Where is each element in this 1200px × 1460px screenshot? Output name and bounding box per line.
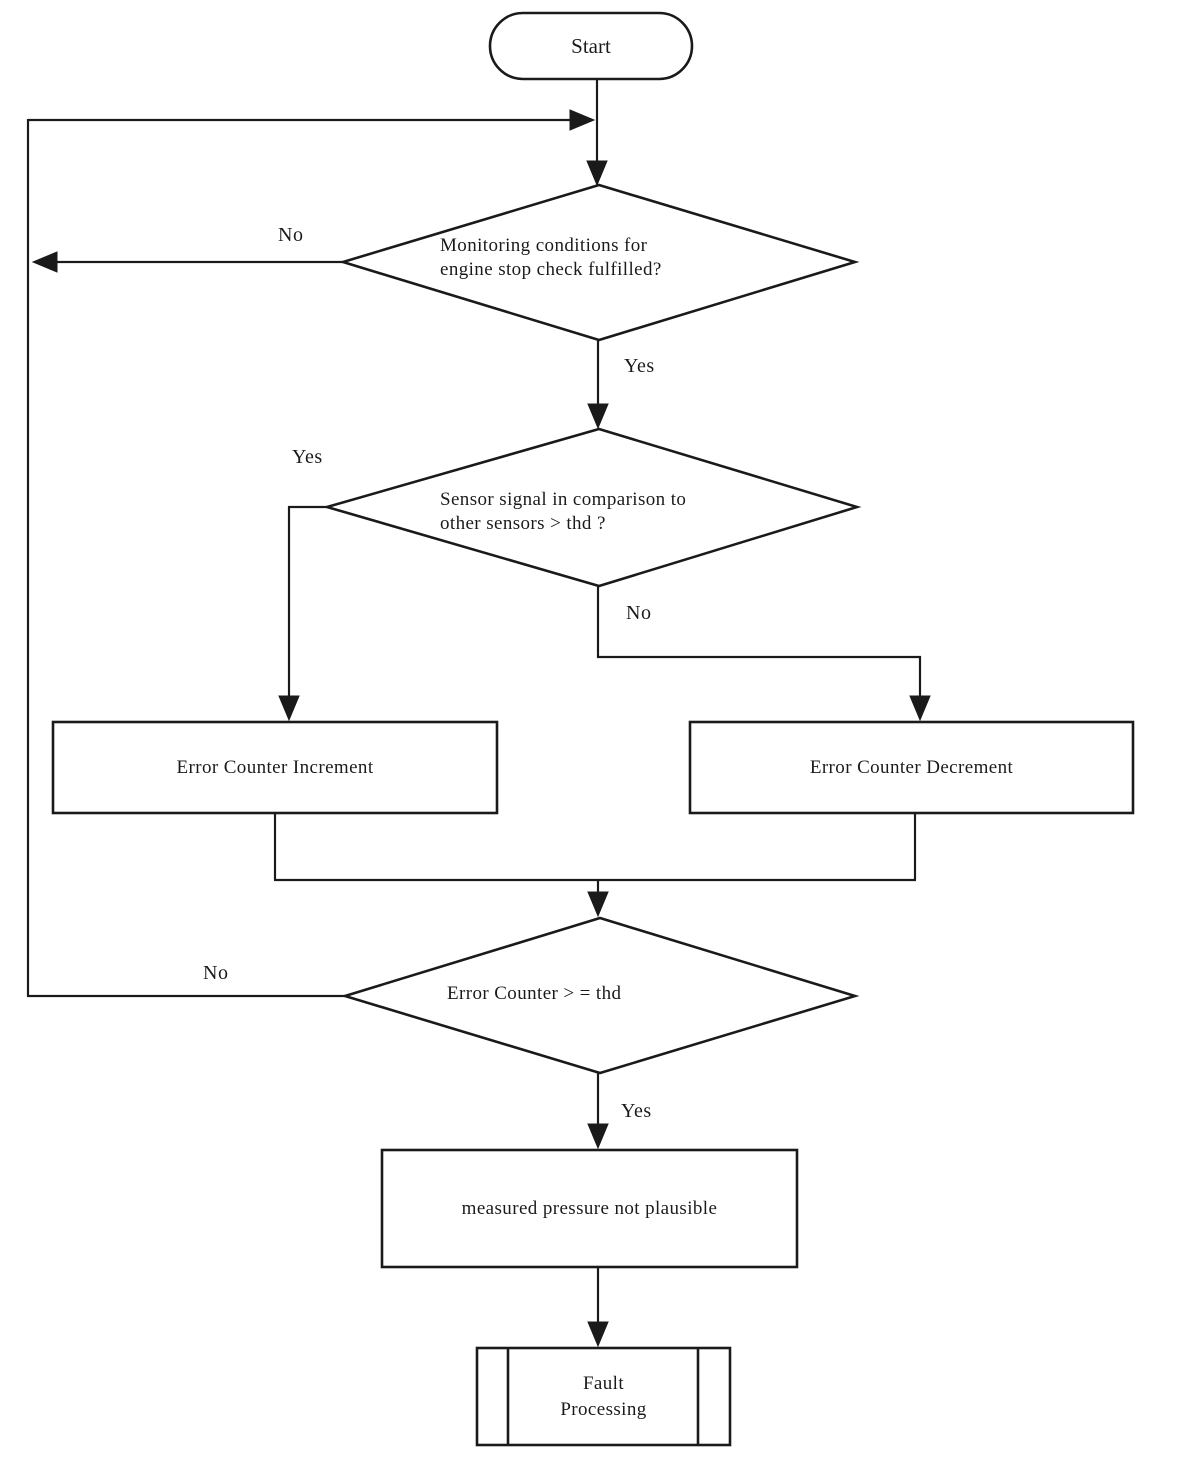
edge-label-counter-yes: Yes — [621, 1100, 652, 1122]
decision-counter-label: Error Counter > = thd — [447, 983, 622, 1004]
arrowheads — [31, 109, 931, 1348]
predefined-fault-line1: Fault — [582, 1372, 625, 1394]
arrowhead-into-decrement — [909, 695, 931, 722]
arrowhead-into-fault — [587, 1321, 609, 1348]
process-not-plausible-label: measured pressure not plausible — [461, 1197, 718, 1219]
process-not-plausible-shape — [380, 1148, 799, 1269]
process-decrement-label: Error Counter Decrement — [809, 756, 1014, 778]
process-increment-label: Error Counter Increment — [176, 756, 374, 778]
arrowhead-into-sensor — [587, 403, 609, 430]
decision-monitoring-label: Monitoring conditions for engine stop ch… — [440, 234, 740, 282]
process-decrement-shape — [688, 720, 1135, 815]
edge-sensor-no — [596, 586, 922, 716]
edge-sensor-yes — [287, 505, 327, 716]
decision-monitoring-shape — [338, 183, 860, 342]
decision-counter-shape — [340, 916, 860, 1075]
arrowhead-loop-into-main — [569, 109, 596, 131]
node-outlines — [51, 11, 1135, 1447]
decision-sensor-line2: other sensors > thd ? — [440, 513, 606, 534]
edge-label-monitoring-yes: Yes — [624, 355, 655, 377]
arrowhead-into-increment — [278, 695, 300, 722]
decision-sensor-line1: Sensor signal in comparison to — [440, 489, 687, 510]
edge-label-monitoring-no: No — [278, 224, 304, 246]
decision-sensor-label: Sensor signal in comparison to other sen… — [440, 488, 750, 536]
decision-monitoring-line2: engine stop check fulfilled? — [440, 259, 662, 280]
edge-label-sensor-no: No — [626, 602, 652, 624]
arrowhead-into-plausible — [587, 1123, 609, 1150]
decision-sensor-shape — [322, 427, 862, 588]
arrowhead-no-into-loop — [31, 251, 58, 273]
predefined-fault-line2: Processing — [560, 1398, 647, 1420]
predefined-fault-shape — [475, 1346, 732, 1447]
start-label: Start — [571, 33, 611, 58]
edge-label-sensor-yes: Yes — [292, 446, 323, 468]
decision-monitoring-line1: Monitoring conditions for — [440, 235, 648, 256]
process-increment-shape — [51, 720, 499, 815]
arrowhead-into-counter — [587, 891, 609, 918]
start-terminator-shape — [488, 11, 694, 81]
edge-label-counter-no: No — [203, 962, 229, 984]
arrowhead-into-monitoring — [586, 160, 608, 187]
